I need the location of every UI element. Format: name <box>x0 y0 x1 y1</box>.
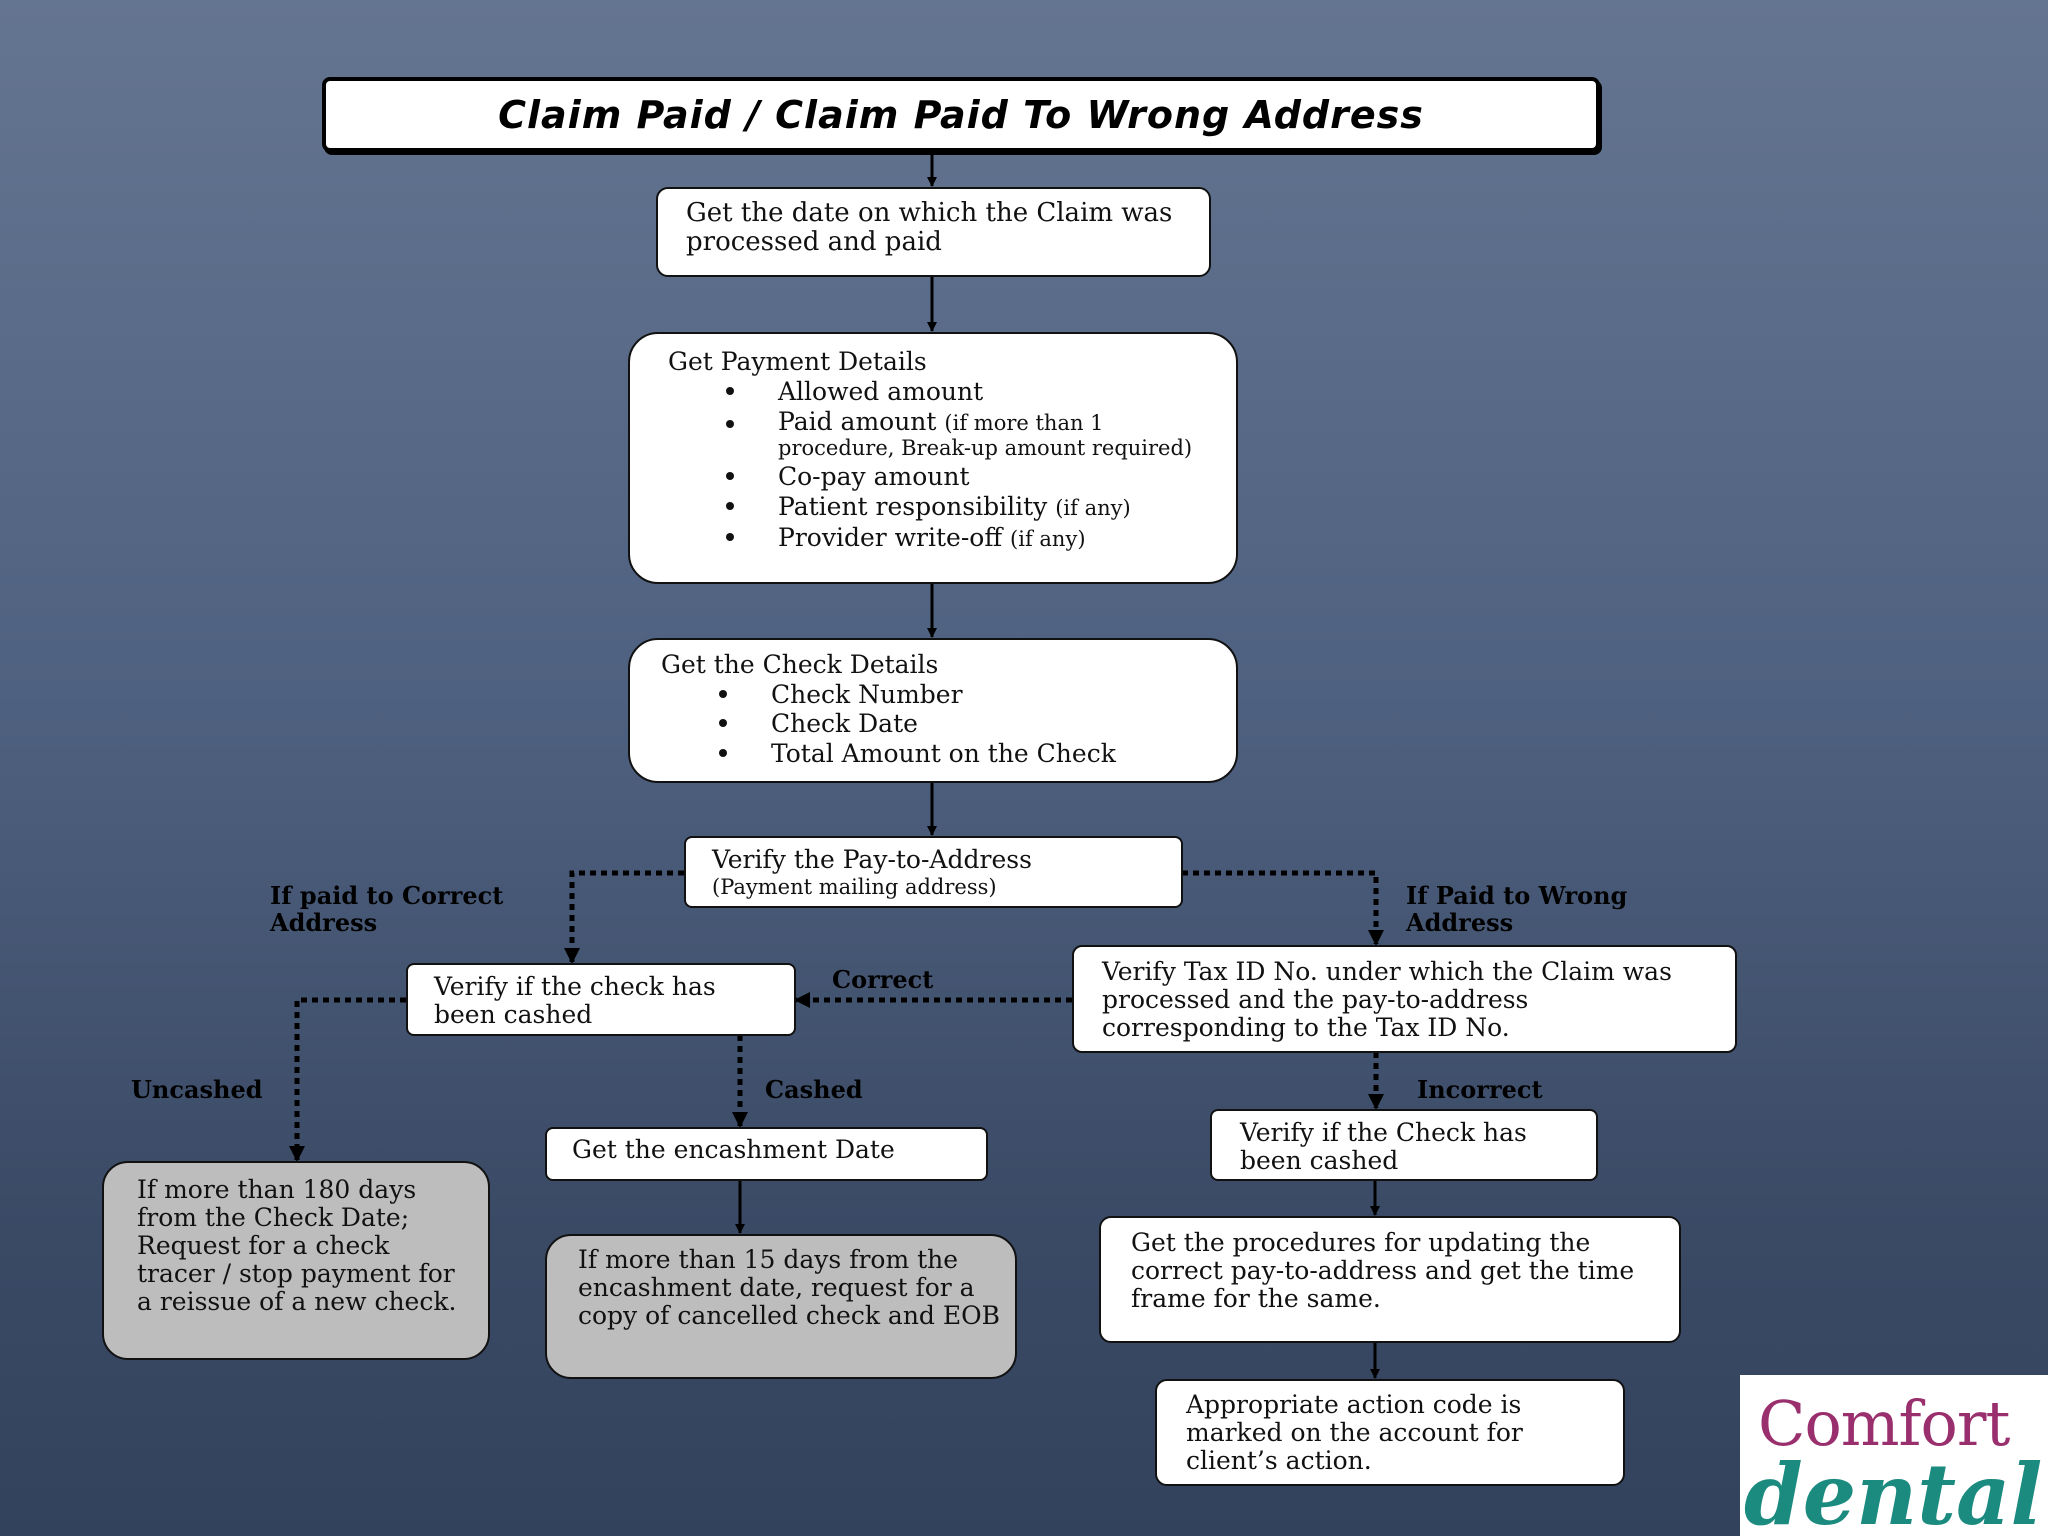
node-uncashed-action: If more than 180 days from the Check Dat… <box>102 1161 490 1360</box>
edge-address-to-cashed <box>564 870 684 964</box>
check-item: Check Number <box>719 680 1226 710</box>
verify-cashed-text: Verify if the check has been cashed <box>434 972 716 1029</box>
uncashed-action-text: If more than 180 days from the Check Dat… <box>137 1175 457 1316</box>
node-action-code: Appropriate action code is marked on the… <box>1155 1379 1625 1486</box>
comfort-dental-logo: Comfort dental <box>1740 1375 2048 1536</box>
verify-check-cashed-text: Verify if the Check has been cashed <box>1240 1118 1527 1175</box>
payment-item: Co-pay amount <box>726 462 1226 492</box>
payment-item: Provider write-off (if any) <box>726 523 1226 555</box>
encashment-date-text: Get the encashment Date <box>572 1135 895 1164</box>
label-correct: Correct <box>832 965 934 994</box>
edge-cashed-to-uncashed <box>289 997 406 1162</box>
node-verify-cashed: Verify if the check has been cashed <box>406 963 796 1036</box>
node-payment-details: Get Payment Details Allowed amount Paid … <box>628 332 1238 584</box>
payment-item: Paid amount (if more than 1 procedure, B… <box>726 409 1226 460</box>
node-get-procedures: Get the procedures for updating the corr… <box>1099 1216 1681 1343</box>
payment-items: Allowed amount Paid amount (if more than… <box>726 377 1226 555</box>
label-incorrect: Incorrect <box>1417 1075 1543 1104</box>
node-verify-address: Verify the Pay-to-Address (Payment maili… <box>684 836 1183 908</box>
label-cashed: Cashed <box>765 1075 863 1104</box>
title-text: Claim Paid / Claim Paid To Wrong Address <box>498 92 1424 137</box>
label-uncashed: Uncashed <box>131 1075 263 1104</box>
node-check-details: Get the Check Details Check Number Check… <box>628 638 1238 783</box>
edge-address-to-tax <box>1182 870 1384 946</box>
node-get-date-text: Get the date on which the Claim was proc… <box>686 198 1173 257</box>
logo-line-1: Comfort <box>1758 1387 2010 1460</box>
node-verify-tax: Verify Tax ID No. under which the Claim … <box>1072 945 1737 1053</box>
payment-item: Allowed amount <box>726 377 1226 407</box>
check-item: Check Date <box>719 709 1226 739</box>
verify-address-main: Verify the Pay-to-Address <box>712 845 1032 874</box>
label-correct-address: If paid to Correct Address <box>270 881 504 937</box>
cashed-action-text: If more than 15 days from the encashment… <box>578 1245 1000 1330</box>
check-items: Check Number Check Date Total Amount on … <box>719 680 1226 769</box>
check-heading: Get the Check Details <box>661 650 939 679</box>
label-wrong-address: If Paid to Wrong Address <box>1406 881 1628 937</box>
get-procedures-text: Get the procedures for updating the corr… <box>1131 1228 1635 1313</box>
node-get-date: Get the date on which the Claim was proc… <box>656 187 1211 277</box>
node-verify-check-cashed: Verify if the Check has been cashed <box>1210 1109 1598 1181</box>
payment-heading: Get Payment Details <box>668 347 927 376</box>
payment-item: Patient responsibility (if any) <box>726 492 1226 524</box>
flowchart-title: Claim Paid / Claim Paid To Wrong Address <box>322 77 1600 152</box>
logo-line-2: dental <box>1744 1445 2043 1536</box>
verify-tax-text: Verify Tax ID No. under which the Claim … <box>1102 957 1672 1042</box>
verify-address-note: (Payment mailing address) <box>712 875 997 899</box>
check-item: Total Amount on the Check <box>719 739 1226 769</box>
node-encashment-date: Get the encashment Date <box>545 1127 988 1181</box>
node-cashed-action: If more than 15 days from the encashment… <box>545 1234 1017 1379</box>
action-code-text: Appropriate action code is marked on the… <box>1186 1390 1523 1475</box>
